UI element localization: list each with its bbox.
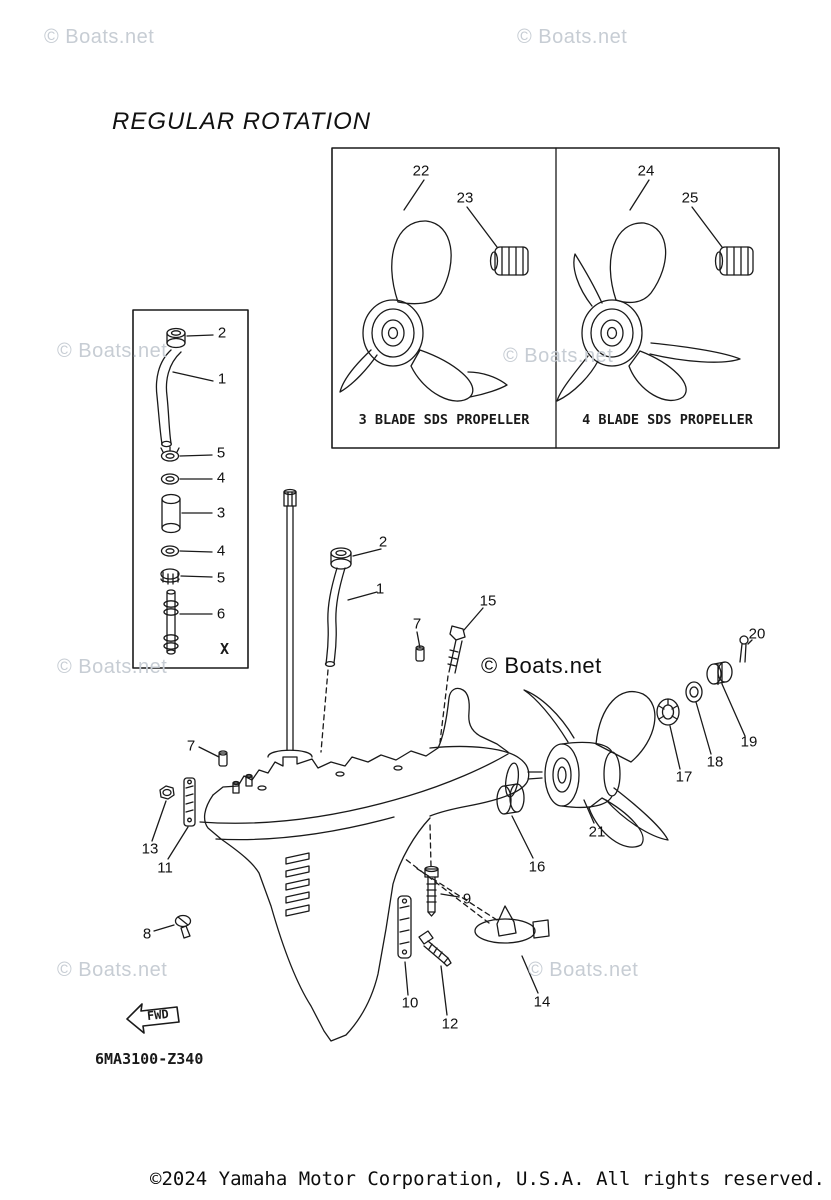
callout-8: 8 bbox=[142, 925, 152, 943]
callout-13: 13 bbox=[141, 840, 159, 858]
fasteners-drawing bbox=[159, 625, 550, 967]
propeller-panels-box bbox=[331, 147, 780, 449]
watermark: © Boats.net bbox=[528, 959, 639, 981]
propeller-assembly-drawing bbox=[496, 635, 749, 848]
callout-17: 17 bbox=[675, 768, 693, 786]
callout-11: 11 bbox=[157, 859, 173, 877]
callout-10: 10 bbox=[401, 994, 419, 1012]
gearcase-housing-drawing bbox=[199, 687, 543, 1042]
callout-5b-inset: 5 bbox=[216, 569, 226, 587]
water-tube-main-drawing bbox=[320, 547, 352, 753]
callout-7-upper: 7 bbox=[412, 615, 422, 633]
fwd-arrow bbox=[126, 1003, 180, 1034]
watermark: © Boats.net bbox=[57, 959, 168, 981]
callout-2-inset: 2 bbox=[217, 324, 227, 342]
callout-23: 23 bbox=[456, 189, 474, 207]
watermark: © Boats.net bbox=[503, 345, 614, 367]
leader-lines bbox=[151, 548, 753, 1016]
callout-22: 22 bbox=[412, 162, 430, 180]
callout-18: 18 bbox=[706, 753, 724, 771]
callout-4-inset: 4 bbox=[216, 469, 226, 487]
callout-1-main: 1 bbox=[375, 580, 385, 598]
water-tube-inset-box bbox=[132, 309, 249, 669]
callout-16: 16 bbox=[528, 858, 546, 876]
four-blade-caption: 4 BLADE SDS PROPELLER bbox=[582, 412, 753, 428]
diagram-code: 6MA3100-Z340 bbox=[95, 1050, 204, 1068]
callout-25: 25 bbox=[681, 189, 699, 207]
watermark-dark: © Boats.net bbox=[481, 653, 602, 678]
callout-19: 19 bbox=[740, 733, 758, 751]
fwd-arrow-label: FWD bbox=[146, 1006, 170, 1024]
watermark: © Boats.net bbox=[517, 26, 628, 48]
driveshaft-drawing bbox=[283, 488, 297, 751]
callout-1-inset: 1 bbox=[217, 370, 227, 388]
callout-9: 9 bbox=[462, 890, 472, 908]
callout-3-inset: 3 bbox=[216, 504, 226, 522]
callout-24: 24 bbox=[637, 162, 655, 180]
watermark: © Boats.net bbox=[57, 340, 168, 362]
callout-5-inset: 5 bbox=[216, 444, 226, 462]
page-title: REGULAR ROTATION bbox=[112, 108, 372, 135]
callout-2-main: 2 bbox=[378, 533, 388, 551]
three-blade-caption: 3 BLADE SDS PROPELLER bbox=[358, 412, 530, 428]
callout-4b-inset: 4 bbox=[216, 542, 226, 560]
copyright-footer: ©2024 Yamaha Motor Corporation, U.S.A. A… bbox=[150, 1168, 825, 1190]
watermark: © Boats.net bbox=[44, 26, 155, 48]
inset-section-label: X bbox=[220, 640, 230, 658]
callout-14: 14 bbox=[533, 993, 551, 1011]
callout-15: 15 bbox=[479, 592, 497, 610]
watermark: © Boats.net bbox=[57, 656, 168, 678]
callout-21: 21 bbox=[588, 823, 606, 841]
callout-6-inset: 6 bbox=[216, 605, 226, 623]
four-blade-propeller-drawing bbox=[556, 179, 754, 402]
three-blade-propeller-drawing bbox=[339, 179, 529, 402]
callout-12: 12 bbox=[441, 1015, 459, 1033]
callout-7-left: 7 bbox=[186, 737, 196, 755]
callout-20: 20 bbox=[748, 625, 766, 643]
